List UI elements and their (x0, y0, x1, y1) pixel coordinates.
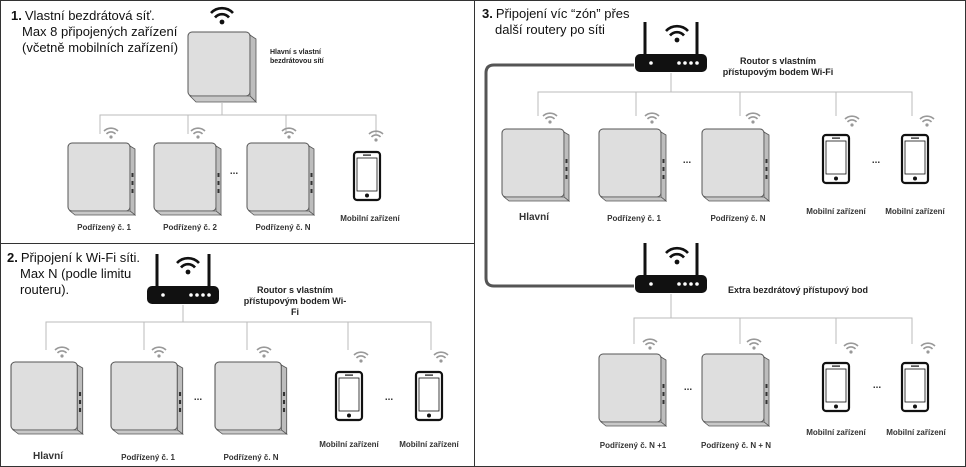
device-label: Mobilní zařízení (399, 440, 459, 449)
router-label: Routor s vlastním přístupovým bodem Wi-F… (243, 285, 347, 317)
device-label: Hlavní (32, 451, 64, 462)
device-label: Hlavní (518, 212, 550, 223)
ellipsis: ... (682, 155, 692, 166)
ellipsis: ... (872, 380, 882, 391)
device-label: Mobilní zařízení (340, 214, 400, 223)
router-label: Routor s vlastním přístupovým bodem Wi-F… (722, 56, 834, 77)
hub-label: Hlavní s vlastní bezdrátovou sítí (270, 49, 324, 65)
device-label: Podřízený č. 1 (607, 214, 661, 223)
ellipsis: ... (229, 166, 239, 177)
section-1-number: 1. (11, 8, 22, 23)
device-label: Podřízený č. 1 (77, 223, 131, 232)
section-3-art (484, 20, 936, 427)
ellipsis: ... (193, 392, 203, 403)
device-label: Podřízený č. N (710, 214, 766, 223)
device-label: Mobilní zařízení (319, 440, 379, 449)
device-label: Podřízený č. N + N (700, 441, 772, 450)
device-label: Podřízený č. N (255, 223, 311, 232)
ellipsis: ... (683, 382, 693, 393)
section-1-title: 1.Vlastní bezdrátová síť. Max 8 připojen… (11, 8, 179, 55)
device-label: Mobilní zařízení (885, 207, 945, 216)
device-label: Mobilní zařízení (806, 428, 866, 437)
ellipsis: ... (871, 155, 881, 166)
extra-access-point-label: Extra bezdrátový přístupový bod (728, 285, 869, 295)
section-1-art (67, 6, 384, 216)
device-label: Podřízený č. N (223, 453, 279, 462)
device-label: Podřízený č. N +1 (599, 441, 667, 450)
section-2-title: 2.Připojení k Wi-Fi síti. Max N (podle l… (7, 250, 141, 297)
ellipsis: ... (384, 392, 394, 403)
section-3-number: 3. (482, 6, 493, 21)
section-2-number: 2. (7, 250, 18, 265)
section-2-art (10, 252, 449, 435)
device-label: Mobilní zařízení (806, 207, 866, 216)
device-label: Mobilní zařízení (886, 428, 946, 437)
section-3-title: 3.Připojení víc “zón” přes další routery… (482, 6, 630, 37)
device-label: Podřízený č. 1 (121, 453, 175, 462)
device-label: Podřízený č. 2 (163, 223, 217, 232)
